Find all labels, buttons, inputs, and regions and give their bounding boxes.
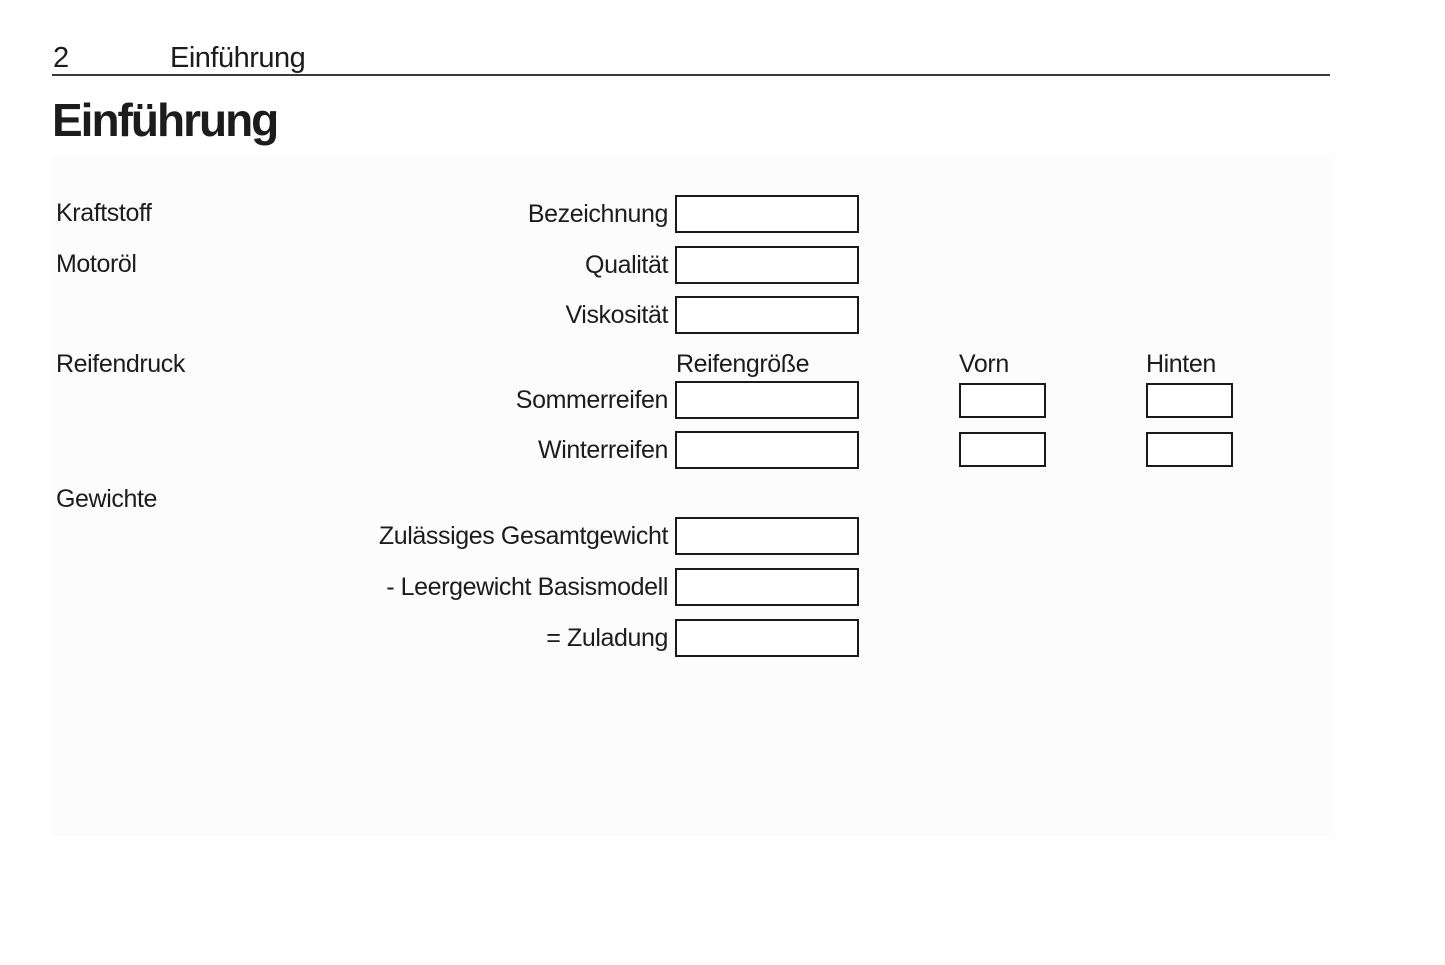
column-header-vorn: Vorn — [959, 350, 1009, 378]
viskositaet-input[interactable] — [675, 296, 859, 334]
column-header-hinten: Hinten — [1146, 350, 1216, 378]
bezeichnung-input[interactable] — [675, 195, 859, 233]
header-rule — [52, 74, 1330, 76]
field-label-zuladung: = Zuladung — [546, 624, 668, 652]
winterreifen-hinten-input[interactable] — [1146, 432, 1233, 467]
field-label-winterreifen: Winterreifen — [538, 436, 668, 464]
page-title: Einführung — [52, 94, 279, 146]
zuladung-input[interactable] — [675, 619, 859, 657]
winterreifen-vorn-input[interactable] — [959, 432, 1046, 467]
winterreifen-groesse-input[interactable] — [675, 431, 859, 469]
field-label-sommerreifen: Sommerreifen — [515, 386, 669, 414]
field-label-leergewicht: - Leergewicht Basismodell — [386, 573, 668, 601]
qualitaet-input[interactable] — [675, 246, 859, 284]
group-label-motoroel: Motoröl — [56, 250, 137, 278]
group-label-gewichte: Gewichte — [56, 485, 158, 513]
chapter-title: Einführung — [170, 42, 306, 74]
sommerreifen-groesse-input[interactable] — [675, 381, 859, 419]
leergewicht-input[interactable] — [675, 568, 859, 606]
field-label-gesamtgewicht: Zulässiges Gesamtgewicht — [378, 522, 669, 550]
group-label-reifendruck: Reifendruck — [56, 350, 185, 378]
sommerreifen-hinten-input[interactable] — [1146, 383, 1233, 418]
group-label-kraftstoff: Kraftstoff — [56, 199, 152, 227]
page-number: 2 — [53, 42, 69, 74]
field-label-viskositaet: Viskosität — [565, 301, 668, 329]
field-label-bezeichnung: Bezeichnung — [527, 200, 669, 228]
sommerreifen-vorn-input[interactable] — [959, 383, 1046, 418]
column-header-reifengroesse: Reifengröße — [676, 350, 810, 378]
field-label-qualitaet: Qualität — [585, 251, 668, 279]
gesamtgewicht-input[interactable] — [675, 517, 859, 555]
